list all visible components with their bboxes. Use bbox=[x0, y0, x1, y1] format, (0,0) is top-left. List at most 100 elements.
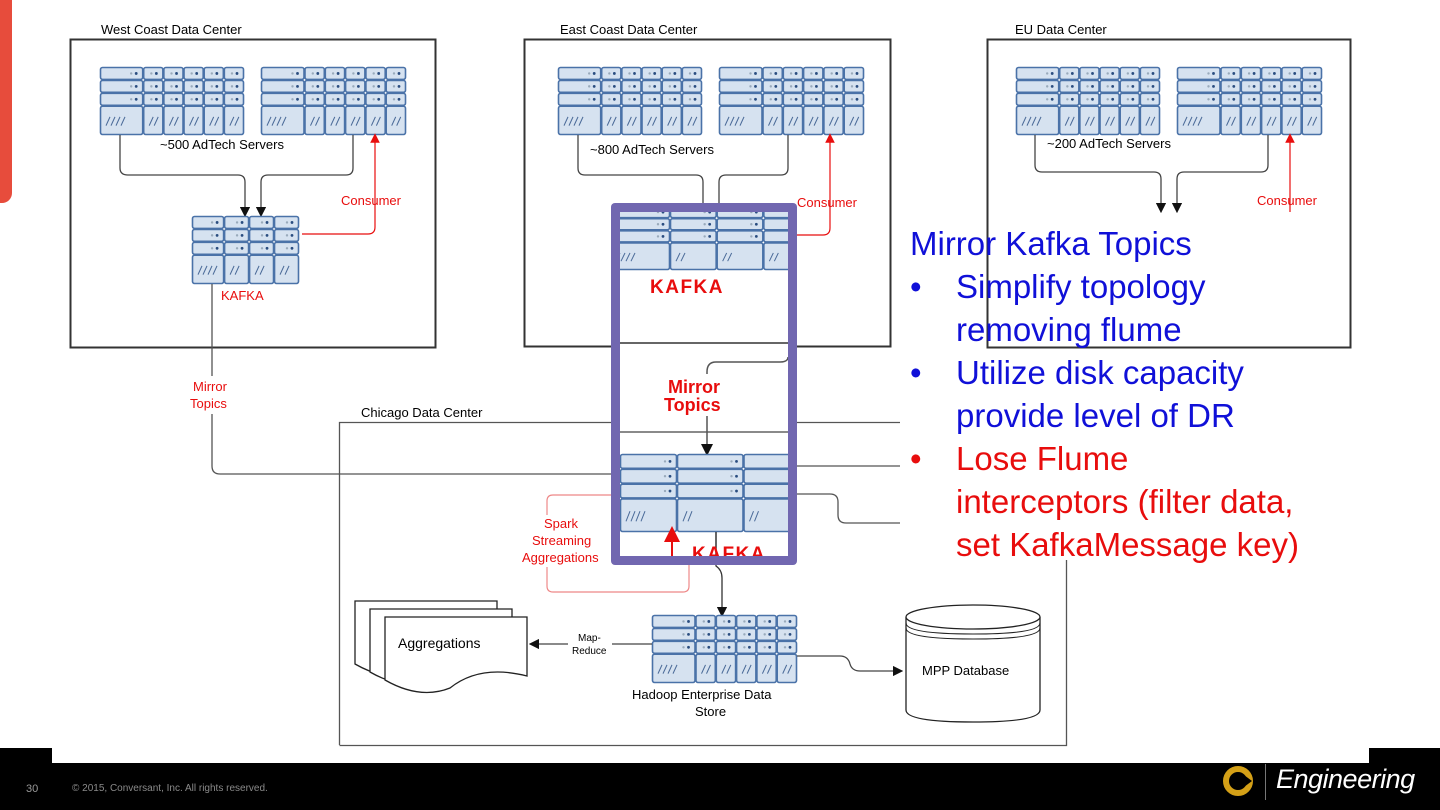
server-disk-bay bbox=[344, 105, 366, 136]
server-led bbox=[1046, 98, 1049, 101]
server-led bbox=[727, 632, 731, 636]
server-unit bbox=[716, 230, 764, 243]
server-led bbox=[316, 72, 320, 75]
server-led bbox=[688, 72, 692, 75]
disk-hatch bbox=[1251, 116, 1257, 126]
server-led bbox=[588, 98, 591, 101]
server-disk-bay bbox=[223, 254, 250, 285]
disk-hatch bbox=[1089, 116, 1095, 126]
server-led bbox=[316, 97, 320, 101]
server-disk-bay bbox=[1281, 105, 1303, 136]
server-unit bbox=[695, 640, 717, 655]
server-led bbox=[154, 72, 158, 75]
server-led bbox=[1086, 72, 1089, 75]
server-led bbox=[789, 72, 793, 75]
disk-hatch bbox=[1291, 116, 1297, 126]
server-led bbox=[754, 222, 758, 226]
server-unit bbox=[715, 627, 737, 642]
server-disk-bay bbox=[163, 105, 184, 136]
server-led bbox=[1126, 98, 1130, 101]
server-unit bbox=[802, 66, 824, 81]
server-led bbox=[768, 620, 772, 623]
server-led bbox=[750, 235, 753, 238]
server-disk-bay bbox=[620, 242, 671, 271]
server-unit bbox=[163, 79, 184, 94]
server-unit bbox=[695, 614, 717, 629]
west-consumer-label: Consumer bbox=[341, 193, 402, 208]
chicago-title: Chicago Data Center bbox=[361, 405, 483, 420]
disk-hatch bbox=[682, 511, 688, 522]
disk-hatch bbox=[630, 252, 636, 262]
server-led bbox=[1247, 72, 1251, 75]
server-led bbox=[336, 97, 340, 101]
server-unit bbox=[1240, 92, 1262, 107]
server-unit bbox=[1281, 92, 1303, 107]
server-disk-bay bbox=[600, 105, 622, 136]
disk-hatch bbox=[281, 116, 287, 126]
disk-hatch bbox=[350, 116, 356, 126]
disk-hatch bbox=[1031, 116, 1037, 126]
server-led bbox=[802, 223, 805, 226]
server-led bbox=[331, 98, 335, 101]
server-led bbox=[735, 489, 738, 493]
west-title: West Coast Data Center bbox=[101, 22, 242, 37]
disk-hatch bbox=[370, 116, 376, 126]
server-disk-bay bbox=[641, 105, 662, 136]
disk-hatch bbox=[1110, 116, 1115, 126]
server-led bbox=[815, 97, 818, 101]
server-disk-bay bbox=[557, 105, 602, 136]
server-led bbox=[656, 235, 660, 238]
disk-hatch bbox=[1246, 116, 1252, 126]
disk-hatch bbox=[741, 664, 747, 674]
server-unit bbox=[183, 92, 204, 107]
server-led bbox=[260, 234, 264, 237]
server-unit bbox=[344, 66, 366, 81]
server-led bbox=[769, 85, 772, 88]
disk-hatch bbox=[793, 116, 799, 126]
server-led bbox=[1086, 98, 1089, 101]
mirror-highlight-frame: KAFKA Mirror Topics KAFKA bbox=[611, 203, 805, 565]
server-led bbox=[1106, 98, 1109, 101]
server-unit bbox=[557, 92, 602, 107]
disk-hatch bbox=[773, 252, 779, 262]
server-led bbox=[835, 97, 839, 101]
server-led bbox=[835, 72, 839, 75]
server-led bbox=[850, 85, 854, 88]
server-led bbox=[215, 97, 219, 101]
server-led bbox=[774, 72, 778, 75]
disk-hatch bbox=[687, 511, 693, 522]
server-disk-bay bbox=[365, 105, 386, 136]
server-led bbox=[296, 72, 299, 75]
server-unit bbox=[365, 66, 386, 81]
west-servers-label: ~500 AdTech Servers bbox=[160, 137, 284, 152]
server-led bbox=[730, 489, 733, 493]
server-led bbox=[240, 246, 244, 250]
callout-bullet: • Utilize disk capacity provide level of… bbox=[910, 351, 1350, 437]
server-led bbox=[1247, 98, 1251, 101]
server-led bbox=[673, 72, 677, 75]
disk-hatch bbox=[148, 116, 154, 126]
server-led bbox=[1308, 85, 1312, 88]
server-led bbox=[750, 223, 753, 226]
disk-hatch bbox=[1231, 116, 1236, 126]
server-unit bbox=[620, 483, 678, 499]
server-led bbox=[175, 84, 178, 88]
server-unit bbox=[756, 614, 778, 629]
server-disk-bay bbox=[248, 254, 275, 285]
server-led bbox=[748, 620, 751, 623]
west-coast-data-center: West Coast Data Center ~500 AdTech Serve… bbox=[69, 22, 437, 349]
server-unit bbox=[1301, 92, 1323, 107]
server-led bbox=[215, 246, 219, 250]
server-unit bbox=[823, 66, 845, 81]
server-led bbox=[296, 84, 299, 88]
server-unit bbox=[756, 627, 778, 642]
server-unit bbox=[1260, 79, 1282, 94]
bullet-dot-icon: • bbox=[910, 354, 922, 391]
server-led bbox=[1293, 72, 1297, 75]
server-led bbox=[754, 72, 757, 75]
server-led bbox=[377, 72, 381, 75]
disk-hatch bbox=[667, 116, 673, 126]
server-disk-bay bbox=[324, 105, 346, 136]
server-led bbox=[372, 72, 375, 75]
server-disk-bay bbox=[1220, 105, 1242, 136]
